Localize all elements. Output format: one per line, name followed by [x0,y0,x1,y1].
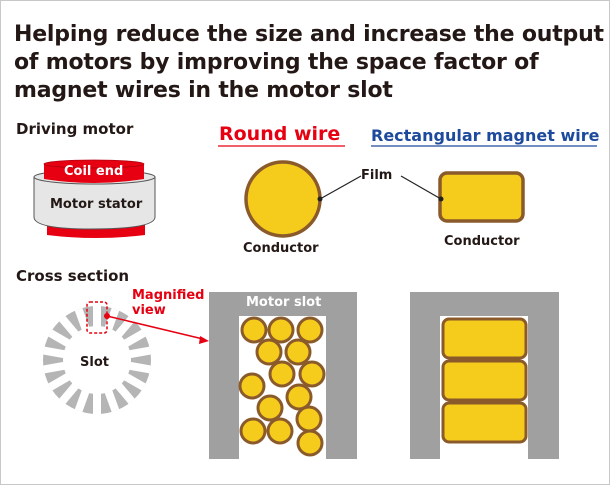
round-wire-illustration [244,160,362,238]
rect-conductor-label: Conductor [444,234,520,249]
magnified-view-label: Magnified view [132,288,204,318]
motor-illustration [33,159,156,238]
motor-stator-label: Motor stator [50,197,143,212]
slot-label: Slot [80,355,109,370]
rect-wire-heading: Rectangular magnet wire [371,126,600,145]
round-conductor-label: Conductor [243,241,319,256]
stator-cross-section [43,301,209,414]
motor-slot-rect [410,292,559,459]
motor-slot-round [209,292,357,459]
magnified-line1: Magnified [132,288,205,303]
driving-motor-heading: Driving motor [16,120,134,138]
round-wire-heading: Round wire [219,123,341,145]
motor-slot-label: Motor slot [246,295,322,310]
page-title: Helping reduce the size and increase the… [14,22,604,103]
film-label: Film [361,168,393,183]
magnified-line2: view [132,303,166,318]
rect-wire-illustration [400,171,525,223]
coil-end-label: Coil end [64,164,124,179]
cross-section-heading: Cross section [16,267,130,285]
arrow-head [199,336,209,344]
